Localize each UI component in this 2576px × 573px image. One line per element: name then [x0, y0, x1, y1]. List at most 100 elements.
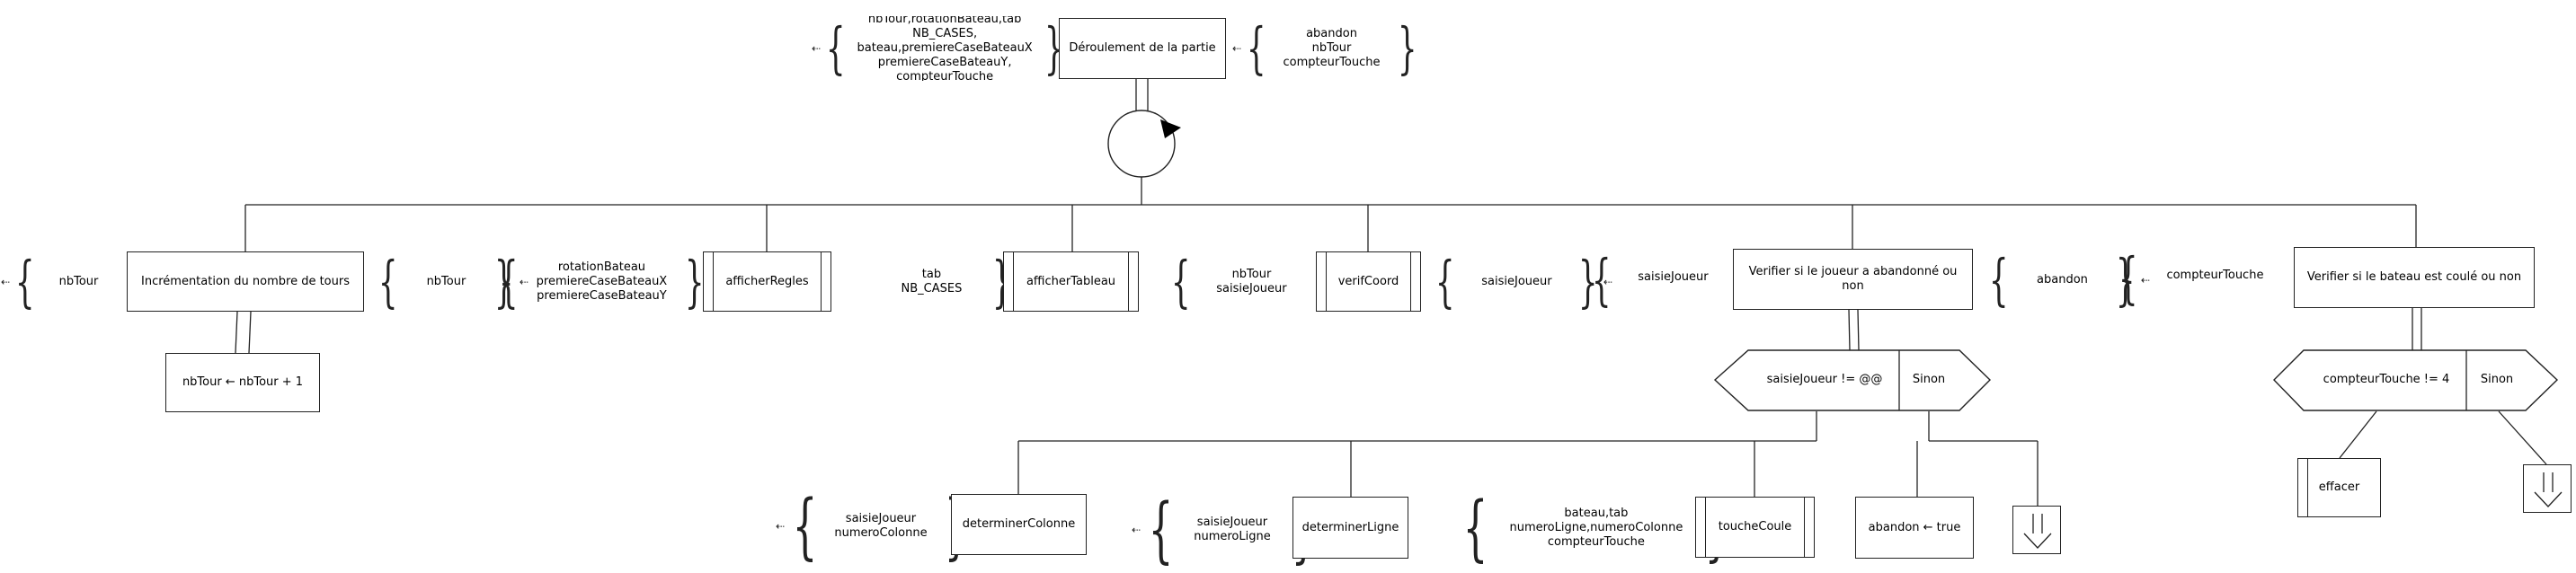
- afficherregles-title: afficherRegles: [725, 274, 809, 288]
- root-inputs: ⇠ { nbTour,rotationBateau,tab NB_CASES, …: [812, 13, 1078, 84]
- output-arrow-icon: ⇠: [1603, 276, 1612, 288]
- brace-close-icon: }: [1044, 15, 1064, 81]
- abandoncheck-outputs-text: abandon: [2037, 273, 2088, 286]
- abandoncheck-outputs: { abandon } ⇠: [1981, 247, 2150, 313]
- loop-arrow-icon: [1160, 119, 1181, 138]
- regles-inputs: { rotationBateau premiereCaseBateauX pre…: [491, 248, 719, 316]
- subprocess-marker-left: [713, 252, 714, 311]
- brace-open-icon: {: [1170, 249, 1191, 314]
- brace-open-icon: {: [498, 249, 519, 314]
- coulecheck-inputs-text: compteurTouche: [2166, 269, 2264, 282]
- determinercolonne-process-box[interactable]: determinerColonne: [951, 494, 1087, 555]
- brace-open-icon: {: [825, 15, 846, 81]
- condition-hexagon-abandon: [1713, 349, 1991, 411]
- output-arrow-icon: ⇠: [1232, 42, 1242, 55]
- increment-title: Incrémentation du nombre de tours: [141, 274, 350, 288]
- subprocess-marker: [713, 252, 822, 311]
- condition-hexagon-coule: [2273, 349, 2559, 411]
- subprocess-marker-left: [1013, 252, 1014, 311]
- verifcoord-outputs-text: saisieJoueur: [1481, 275, 1552, 288]
- brace-open-icon: {: [1435, 249, 1455, 314]
- exit-icon-abandon: [2012, 506, 2061, 554]
- affichertableau-title: afficherTableau: [1026, 274, 1116, 288]
- verifcoord-outputs: { saisieJoueur } ⇠: [1427, 249, 1612, 314]
- loop-icon: [1107, 110, 1176, 178]
- brace-open-icon: {: [2118, 245, 2138, 311]
- verifcoord-subprocess-box[interactable]: verifCoord: [1316, 251, 1421, 312]
- brace-open-icon: {: [792, 484, 818, 568]
- root-outputs-text: abandon nbTour compteurTouche: [1283, 27, 1381, 69]
- touchecoule-subprocess-box[interactable]: toucheCoule: [1695, 497, 1815, 558]
- colonne-outputs-text: saisieJoueur numeroColonne: [834, 512, 928, 540]
- input-arrow-icon: ⇠: [1, 276, 11, 288]
- increment-child-text: nbTour ← nbTour + 1: [182, 375, 304, 389]
- coulecheck-inputs: { compteurTouche } ⇠: [2110, 245, 2326, 311]
- brace-close-icon: }: [2116, 247, 2136, 313]
- exit-arrow-icon: [2534, 472, 2563, 507]
- ligne-outputs-text: saisieJoueur numeroLigne: [1194, 516, 1271, 543]
- determinercolonne-title: determinerColonne: [962, 517, 1076, 531]
- increment-child-box[interactable]: nbTour ← nbTour + 1: [165, 353, 320, 412]
- output-arrow-icon: ⇠: [776, 520, 786, 533]
- input-arrow-icon: ⇠: [812, 42, 822, 55]
- increment-process-box[interactable]: Incrémentation du nombre de tours: [127, 251, 364, 312]
- increment-inputs-text: nbTour: [58, 275, 99, 288]
- affichertableau-subprocess-box[interactable]: afficherTableau: [1003, 251, 1139, 312]
- brace-open-icon: {: [14, 249, 35, 314]
- coule-condition-text: compteurTouche != 4: [2323, 373, 2450, 386]
- root-outputs: ⇠ { abandon nbTour compteurTouche }: [1232, 14, 1425, 83]
- brace-close-icon: }: [494, 249, 515, 314]
- output-arrow-icon: ⇠: [519, 276, 529, 288]
- coulecheck-title: Verifier si le bateau est coulé ou non: [2306, 270, 2522, 284]
- increment-outputs-text: nbTour: [426, 275, 466, 288]
- root-process-box[interactable]: Déroulement de la partie: [1059, 18, 1226, 79]
- brace-open-icon: {: [1988, 247, 2009, 313]
- exit-icon-coule: [2523, 464, 2572, 513]
- brace-open-icon: {: [1591, 247, 1612, 313]
- regles-inputs-text: rotationBateau premiereCaseBateauX premi…: [536, 260, 668, 303]
- brace-open-icon: {: [1462, 486, 1488, 569]
- root-title: Déroulement de la partie: [1069, 41, 1216, 55]
- subprocess-marker-right: [1804, 498, 1805, 557]
- brace-close-icon: }: [1397, 15, 1417, 81]
- abandon-condition-text: saisieJoueur != @@: [1766, 373, 1883, 386]
- subprocess-marker-left: [1326, 252, 1327, 311]
- abandoncheck-inputs-text: saisieJoueur: [1638, 270, 1709, 284]
- abandoncheck-process-box[interactable]: Verifier si le joueur a abandonné ou non: [1733, 249, 1973, 310]
- brace-open-icon: {: [378, 249, 398, 314]
- coulecheck-process-box[interactable]: Verifier si le bateau est coulé ou non: [2294, 247, 2535, 308]
- effacer-subprocess-box[interactable]: effacer: [2297, 458, 2381, 517]
- afficherregles-subprocess-box[interactable]: afficherRegles: [703, 251, 831, 312]
- touchecoule-inputs-text: bateau,tab numeroLigne,numeroColonne com…: [1509, 507, 1683, 549]
- brace-open-icon: {: [1148, 488, 1174, 571]
- output-arrow-icon: ⇠: [2140, 274, 2150, 286]
- tableau-inputs-text: tab NB_CASES: [901, 268, 963, 295]
- abandon-else-text: Sinon: [1912, 373, 1946, 386]
- root-inputs-text: nbTour,rotationBateau,tab NB_CASES, bate…: [857, 16, 1033, 81]
- abandoncheck-title: Verifier si le joueur a abandonné ou non: [1748, 265, 1958, 293]
- colonne-outputs: ⇠ { saisieJoueur numeroColonne }: [776, 484, 980, 568]
- brace-close-icon: }: [1578, 249, 1599, 314]
- subprocess-marker-left: [1705, 498, 1706, 557]
- subprocess-marker-left: [2307, 459, 2308, 516]
- determinerligne-process-box[interactable]: determinerLigne: [1292, 497, 1408, 559]
- effacer-title: effacer: [2318, 480, 2360, 494]
- abandoncheck-inputs: { saisieJoueur }: [1584, 248, 1763, 313]
- output-arrow-icon: ⇠: [1132, 524, 1141, 536]
- touchecoule-title: toucheCoule: [1718, 520, 1792, 533]
- brace-close-icon: }: [685, 249, 706, 314]
- brace-open-icon: {: [1246, 15, 1266, 81]
- abandon-true-text: abandon ← true: [1868, 520, 1961, 534]
- subprocess-marker-right: [1410, 252, 1411, 311]
- increment-outputs: { nbTour } ⇠: [370, 249, 529, 314]
- determinerligne-title: determinerLigne: [1301, 520, 1399, 534]
- verifcoord-title: verifCoord: [1337, 274, 1399, 288]
- subprocess-marker-right: [1128, 252, 1129, 311]
- subprocess-marker-right: [821, 252, 822, 311]
- abandon-true-box[interactable]: abandon ← true: [1855, 497, 1974, 559]
- coule-else-text: Sinon: [2480, 373, 2514, 386]
- tableau-inputs: { tab NB_CASES } ⇠: [843, 250, 1026, 314]
- verifcoord-inputs-text: nbTour saisieJoueur: [1216, 268, 1287, 295]
